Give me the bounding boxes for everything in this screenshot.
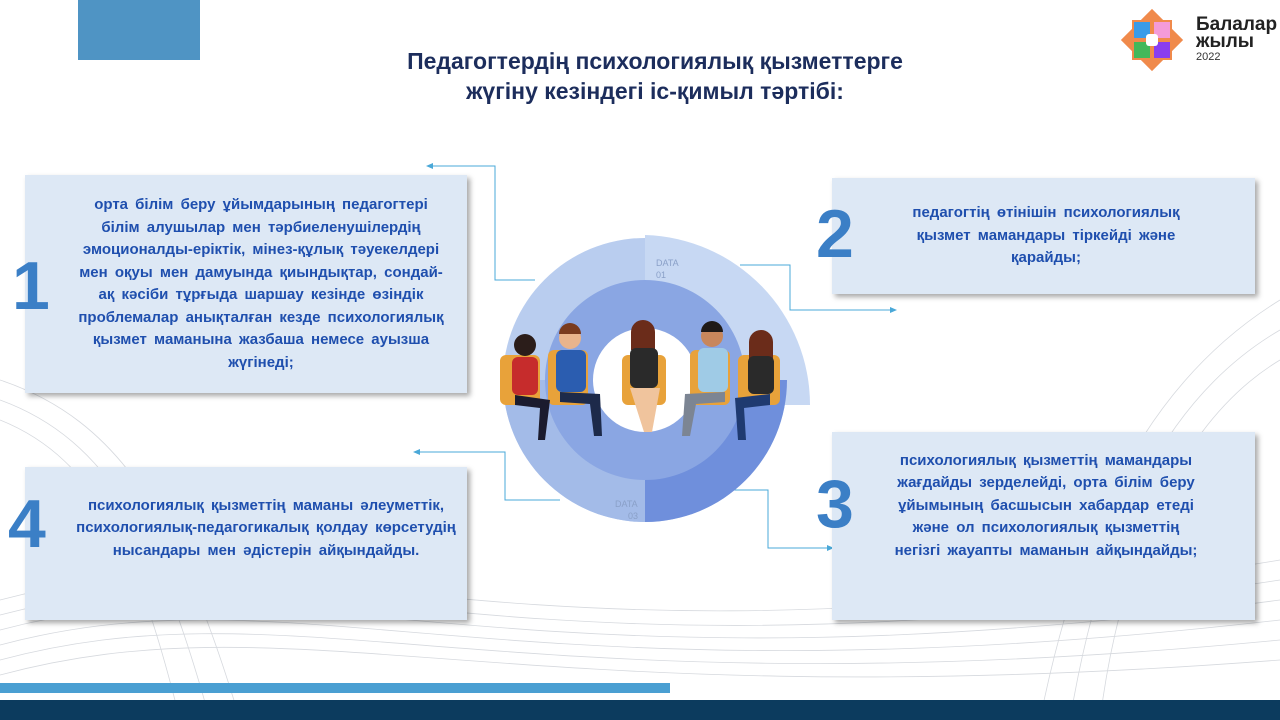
title-line-1: Педагогтердің психологиялық қызметтерге xyxy=(407,48,903,74)
footer-bar xyxy=(0,700,1280,720)
decorative-header-block xyxy=(78,0,200,60)
step-1-box: орта білім беру ұйымдарының педагогтері … xyxy=(25,175,467,393)
footer-accent-stripe xyxy=(0,683,670,693)
logo-year: 2022 xyxy=(1196,51,1221,63)
step-4-box: психологиялық қызметтің маманы әлеуметті… xyxy=(25,467,467,620)
step-1-number: 1 xyxy=(12,248,50,324)
balalar-zhyly-logo-icon xyxy=(1120,8,1184,72)
arrow-1 xyxy=(426,163,433,169)
person-icon xyxy=(556,323,602,436)
person-icon xyxy=(682,321,728,436)
connector-4 xyxy=(418,451,560,501)
step-3-box: психологиялық қызметтің мамандары жағдай… xyxy=(832,432,1255,620)
people-meeting-illustration xyxy=(500,320,780,440)
logo-line-2: жылы xyxy=(1196,31,1254,52)
person-icon xyxy=(735,330,774,440)
step-3-number: 3 xyxy=(816,466,854,542)
step-4-number: 4 xyxy=(8,486,46,562)
step-3-text: психологиялық қызметтің мамандары жағдай… xyxy=(894,451,1198,559)
data-01-label: DATA xyxy=(656,258,679,268)
person-icon xyxy=(512,334,550,440)
step-2-number: 2 xyxy=(816,196,854,272)
connector-3 xyxy=(730,489,830,549)
step-4-text: психологиялық қызметтің маманы әлеуметті… xyxy=(76,496,456,559)
arrow-3 xyxy=(827,545,834,551)
step-2-text: педагогтің өтінішін психологиялық қызмет… xyxy=(912,204,1180,267)
step-1-text: орта білім беру ұйымдарының педагогтері … xyxy=(78,196,444,371)
connector-2 xyxy=(740,264,892,311)
title-line-2: жүгіну кезіндегі іс-қимыл тәртібі: xyxy=(466,78,844,104)
connector-1 xyxy=(430,165,535,281)
page-title: Педагогтердің психологиялық қызметтерге … xyxy=(300,46,1010,106)
step-2-box: педагогтің өтінішін психологиялық қызмет… xyxy=(832,178,1255,294)
data-03-number: 03 xyxy=(628,511,638,521)
arrow-4 xyxy=(413,449,420,455)
arrow-2 xyxy=(890,307,897,313)
logo-line-1: Балалар xyxy=(1196,14,1278,35)
data-03-label: DATA xyxy=(615,499,638,509)
logo-text: Балалар жылы xyxy=(1196,14,1278,52)
person-icon xyxy=(630,320,660,432)
data-01-number: 01 xyxy=(656,270,666,280)
